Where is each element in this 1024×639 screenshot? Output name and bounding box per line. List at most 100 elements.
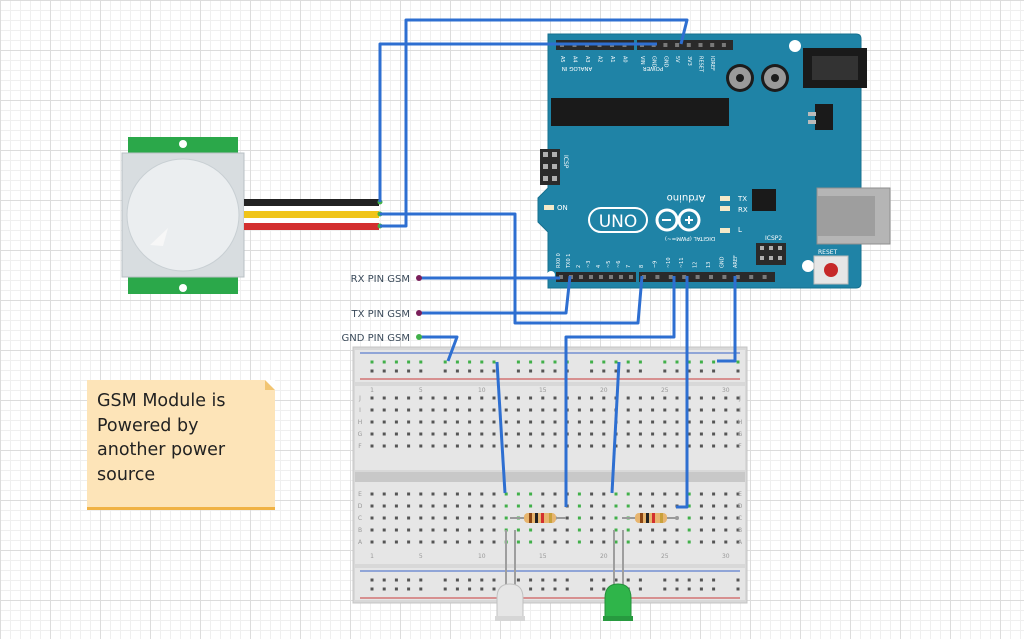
breadboard-hole — [394, 540, 398, 544]
rail-hole — [736, 369, 740, 373]
breadboard-hole — [602, 492, 606, 496]
breadboard-hole — [443, 528, 447, 532]
digital-pin-label: ~11 — [679, 257, 685, 268]
breadboard-hole — [419, 408, 423, 412]
breadboard-hole — [638, 396, 642, 400]
digital-pin-label: RX0 0 — [556, 253, 562, 268]
breadboard-hole — [480, 516, 484, 520]
rail-hole — [455, 369, 459, 373]
header-pin — [709, 275, 713, 279]
breadboard-hole — [675, 444, 679, 448]
breadboard-hole — [407, 444, 411, 448]
breadboard-hole — [492, 504, 496, 508]
breadboard-hole — [443, 504, 447, 508]
breadboard-hole — [712, 396, 716, 400]
digital-pin-label: GND — [719, 256, 725, 268]
breadboard-hole — [382, 420, 386, 424]
rail-hole — [529, 369, 533, 373]
breadboard-hole — [675, 408, 679, 412]
header-pin — [589, 275, 593, 279]
wire-5v-pir — [380, 18, 689, 228]
breadboard-hole — [382, 540, 386, 544]
breadboard-hole — [407, 432, 411, 436]
rail-hole — [663, 360, 667, 364]
breadboard-hole — [651, 540, 655, 544]
breadboard-hole — [431, 492, 435, 496]
breadboard-col-number: 20 — [600, 553, 608, 560]
breadboard-col-number: 5 — [419, 553, 423, 560]
breadboard-hole — [541, 528, 545, 532]
rail-hole — [687, 587, 691, 591]
breadboard-hole — [699, 516, 703, 520]
breadboard-hole — [382, 444, 386, 448]
breadboard-hole — [504, 492, 508, 496]
breadboard-hole — [492, 420, 496, 424]
rail-hole — [468, 360, 472, 364]
breadboard-hole — [626, 492, 630, 496]
digital-label: DIGITAL (PWM=~) — [665, 235, 715, 241]
breadboard-col-number: 20 — [600, 387, 608, 394]
breadboard-hole — [370, 528, 374, 532]
digital-header-high — [639, 272, 775, 282]
breadboard-hole — [736, 444, 740, 448]
rx-led-label: RX — [738, 206, 748, 214]
breadboard-hole — [736, 516, 740, 520]
breadboard-hole — [541, 504, 545, 508]
breadboard-hole — [638, 420, 642, 424]
rail-hole — [590, 578, 594, 582]
breadboard-hole — [443, 396, 447, 400]
power-pin-label: 5V — [674, 56, 680, 63]
breadboard-col-number: 15 — [539, 553, 547, 560]
rail-hole — [638, 369, 642, 373]
breadboard-hole — [724, 432, 728, 436]
breadboard-hole — [516, 540, 520, 544]
breadboard-hole — [553, 420, 557, 424]
breadboard-hole — [577, 504, 581, 508]
rail-hole — [675, 369, 679, 373]
rail-hole — [699, 578, 703, 582]
breadboard-hole — [394, 504, 398, 508]
breadboard-hole — [431, 432, 435, 436]
breadboard-hole — [529, 396, 533, 400]
breadboard-hole — [480, 432, 484, 436]
power-pin-label: 3V3 — [686, 56, 692, 66]
rail-hole — [419, 360, 423, 364]
breadboard-hole — [541, 396, 545, 400]
breadboard-hole — [394, 444, 398, 448]
rail-hole — [541, 369, 545, 373]
breadboard-hole — [553, 444, 557, 448]
power-pin-label: IOREF — [709, 56, 715, 71]
rail-hole — [370, 360, 374, 364]
rail-hole — [602, 360, 606, 364]
breadboard-hole — [687, 396, 691, 400]
breadboard-hole — [480, 528, 484, 532]
breadboard-hole — [675, 492, 679, 496]
breadboard-row-letter: J — [738, 395, 741, 402]
breadboard-hole — [712, 528, 716, 532]
analog-pin-label: A1 — [609, 56, 615, 63]
breadboard-hole — [724, 540, 728, 544]
breadboard-hole — [687, 432, 691, 436]
breadboard-hole — [651, 420, 655, 424]
rail-hole — [712, 369, 716, 373]
rail-hole — [480, 360, 484, 364]
rail-hole — [468, 369, 472, 373]
rail-hole — [394, 360, 398, 364]
breadboard-col-number: 25 — [661, 387, 669, 394]
wire-rail-led1 — [495, 361, 507, 494]
breadboard-hole — [577, 492, 581, 496]
breadboard-hole — [419, 420, 423, 424]
breadboard-hole — [370, 432, 374, 436]
breadboard-hole — [431, 516, 435, 520]
wire-yellow — [244, 211, 379, 218]
breadboard-hole — [492, 528, 496, 532]
rail-hole — [492, 369, 496, 373]
rail-hole — [516, 360, 520, 364]
breadboard-hole — [370, 540, 374, 544]
breadboard-hole — [455, 528, 459, 532]
breadboard-hole — [590, 516, 594, 520]
breadboard-hole — [736, 420, 740, 424]
breadboard-hole — [492, 444, 496, 448]
breadboard-hole — [724, 492, 728, 496]
